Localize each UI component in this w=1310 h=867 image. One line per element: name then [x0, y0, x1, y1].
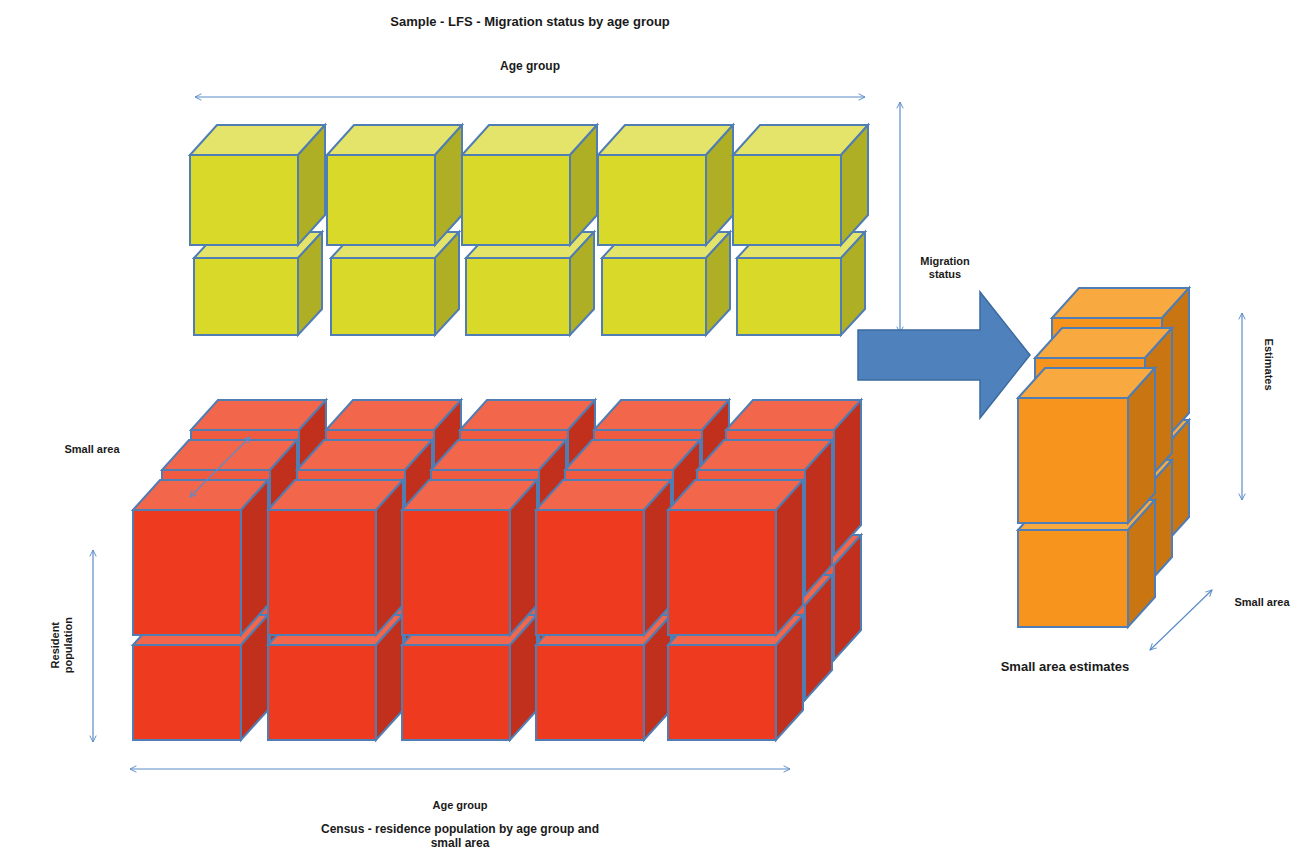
cube-blocks: [133, 125, 1189, 740]
cube: [602, 232, 730, 335]
cube: [268, 480, 403, 635]
cube: [737, 232, 865, 335]
dimension-arrow: [1241, 313, 1242, 500]
cube: [668, 480, 803, 635]
dimension-arrow: [899, 102, 900, 333]
axis-label: Age group: [470, 59, 590, 73]
cube: [327, 125, 462, 245]
dimension-arrow: [190, 437, 250, 497]
figure-caption: Census - residence population by age gro…: [310, 822, 610, 851]
axis-label: Resident population: [49, 600, 75, 690]
cube: [190, 125, 325, 245]
axis-label: Age group: [400, 799, 520, 812]
cube: [733, 125, 868, 245]
cube: [466, 232, 594, 335]
axis-label: Small area: [62, 443, 122, 456]
block-arrow: [858, 292, 1030, 418]
cube: [598, 125, 733, 245]
axis-label: Estimates: [1261, 320, 1274, 410]
cube: [536, 480, 671, 635]
cube: [402, 480, 537, 635]
dimension-arrow: [92, 550, 93, 742]
cube: [1018, 368, 1155, 523]
cube: [133, 480, 268, 635]
cube: [462, 125, 597, 245]
axis-label: Small area: [1222, 596, 1302, 609]
figure-caption: Small area estimates: [965, 659, 1165, 675]
axis-label: Migration status: [905, 255, 985, 281]
dimension-arrow: [1150, 590, 1212, 650]
cube: [331, 232, 459, 335]
dimension-arrow: [195, 96, 865, 97]
dimension-arrow: [130, 768, 790, 769]
figure-title: Sample - LFS - Migration status by age g…: [320, 14, 740, 30]
cube: [194, 232, 322, 335]
